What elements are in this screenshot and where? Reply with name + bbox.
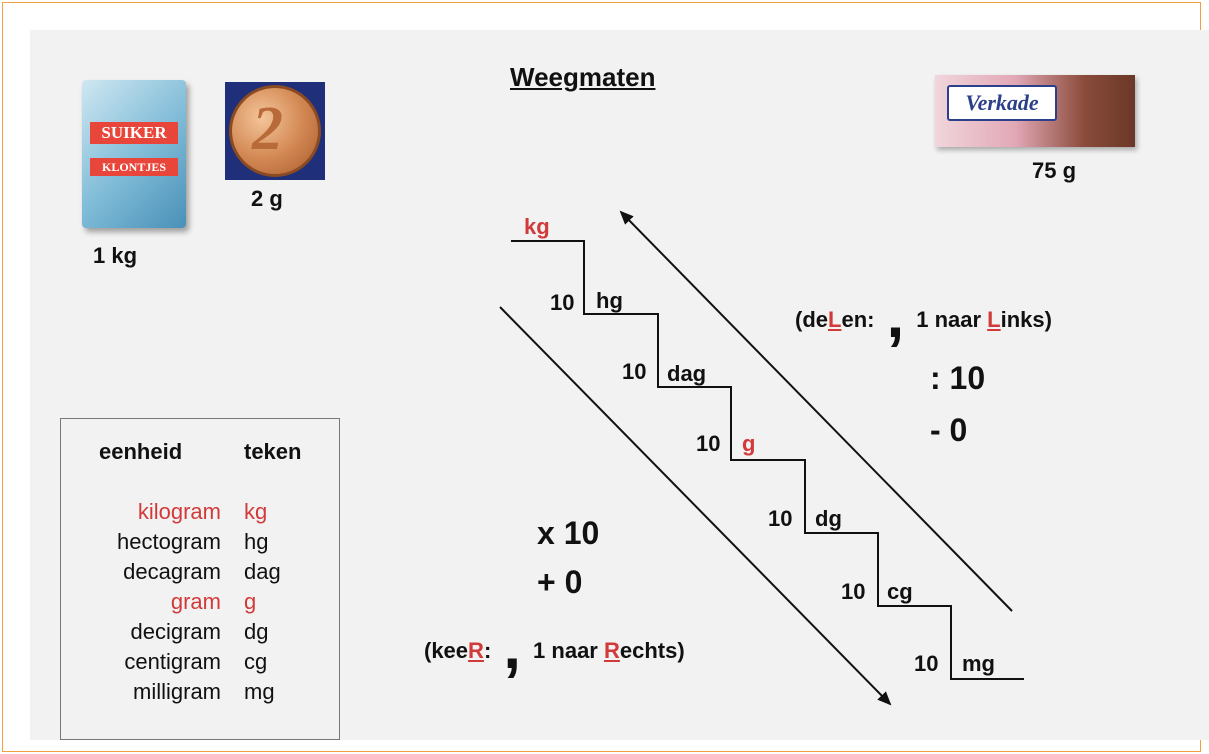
table-header-sign: teken bbox=[244, 439, 302, 464]
stair-unit-dag: dag bbox=[667, 361, 707, 386]
divide-rule-letter-l: L bbox=[987, 307, 1001, 332]
unit-name: hectogram bbox=[117, 529, 221, 554]
divide-rule-letter-l: L bbox=[828, 307, 842, 332]
factor-label: 10 bbox=[622, 359, 647, 384]
unit-name: decigram bbox=[130, 619, 221, 644]
factor-label: 10 bbox=[914, 651, 939, 676]
stair-unit-g: g bbox=[742, 431, 756, 456]
unit-sign: g bbox=[244, 589, 257, 614]
factor-label: 10 bbox=[768, 506, 793, 531]
chocolate-weight-label: 75 g bbox=[1032, 158, 1077, 183]
add-zero-operation: + 0 bbox=[537, 564, 583, 600]
unit-name: centigram bbox=[124, 649, 221, 674]
table-header-unit: eenheid bbox=[99, 439, 183, 464]
unit-sign: kg bbox=[244, 499, 268, 524]
comma-icon: , bbox=[503, 610, 522, 682]
multiply-rule-text: (keeR:,1 naar Rechts) bbox=[424, 610, 685, 682]
table-row: kilogram kg bbox=[61, 499, 341, 529]
multiply-operation: x 10 bbox=[537, 515, 600, 551]
sugar-pack-label: SUIKER bbox=[90, 122, 178, 144]
unit-sign: dag bbox=[244, 559, 281, 584]
table-row: decagram dag bbox=[61, 559, 341, 589]
table-row: decigram dg bbox=[61, 619, 341, 649]
arrow-up-left bbox=[619, 210, 1013, 612]
comma-icon: , bbox=[886, 279, 905, 351]
arrow-down-right bbox=[499, 306, 892, 706]
page-title: Weegmaten bbox=[510, 62, 656, 92]
unit-name: milligram bbox=[133, 679, 221, 704]
table-row: hectogram hg bbox=[61, 529, 341, 559]
sugar-pack-sublabel: KLONTJES bbox=[90, 158, 178, 176]
multiply-rule-letter-r: R bbox=[468, 638, 484, 663]
divide-operation: : 10 bbox=[930, 360, 986, 396]
unit-sign: cg bbox=[244, 649, 268, 674]
unit-sign: dg bbox=[244, 619, 269, 644]
factor-label: 10 bbox=[550, 290, 575, 315]
remove-zero-operation: - 0 bbox=[930, 412, 968, 448]
table-row: centigram cg bbox=[61, 649, 341, 679]
table-row: milligram mg bbox=[61, 679, 341, 709]
divide-rule-text: (deLen:,1 naar Links) bbox=[795, 279, 1052, 351]
stair-unit-kg: kg bbox=[524, 214, 550, 239]
staircase-steps bbox=[511, 240, 1024, 680]
stair-unit-cg: cg bbox=[887, 579, 913, 604]
units-table: eenheid teken kilogram kg hectogram hg dec… bbox=[60, 418, 340, 740]
unit-name: gram bbox=[170, 589, 221, 614]
chocolate-brand: Verkade bbox=[947, 85, 1057, 121]
factor-label: 10 bbox=[696, 431, 721, 456]
sugar-weight-label: 1 kg bbox=[93, 243, 138, 268]
coin-icon: 2 bbox=[229, 85, 321, 177]
sugar-box-image: SUIKER KLONTJES bbox=[82, 80, 186, 228]
coin-weight-label: 2 g bbox=[251, 186, 283, 211]
unit-name: decagram bbox=[123, 559, 221, 584]
chocolate-bar-image: Verkade bbox=[935, 75, 1135, 147]
stair-unit-hg: hg bbox=[596, 288, 623, 313]
unit-sign: mg bbox=[244, 679, 275, 704]
stair-unit-dg: dg bbox=[815, 506, 842, 531]
unit-sign: hg bbox=[244, 529, 269, 554]
factor-label: 10 bbox=[841, 579, 866, 604]
stair-unit-mg: mg bbox=[962, 651, 995, 676]
unit-name: kilogram bbox=[137, 499, 221, 524]
euro-coin-image: 2 bbox=[225, 82, 325, 180]
multiply-rule-letter-r: R bbox=[603, 638, 620, 663]
